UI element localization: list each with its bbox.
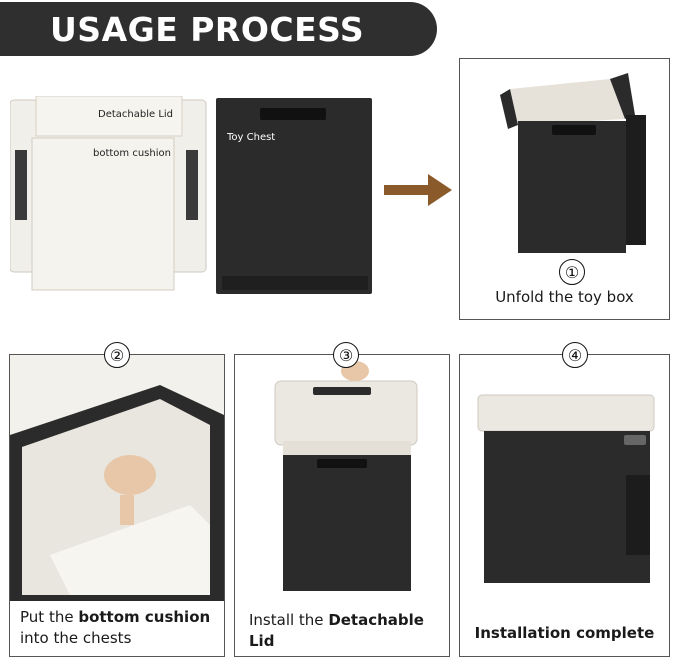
lid-install-graphic [274,361,418,591]
step-4-number: ④ [562,342,588,368]
step-2-number: ② [104,342,130,368]
step-1-caption: Unfold the toy box [495,288,634,306]
step-2-panel: Put the bottom cushion into the chests [9,354,225,657]
cushion-insert-graphic [10,355,224,601]
lid-label: Detachable Lid [98,109,174,120]
step-3-number: ③ [333,342,359,368]
right-arrow-icon [384,174,454,206]
step-4-caption: Installation complete [474,624,655,642]
step-3-caption: Install the Detachable Lid [249,611,424,650]
page-title: USAGE PROCESS [50,9,365,49]
step-4-panel: Installation complete [459,354,670,657]
step-2-caption: Put the bottom cushion into the chests [20,608,211,647]
title-banner: USAGE PROCESS [0,2,437,56]
folded-parts-illustration: Detachable Lid bottom cushion Toy Chest [9,95,380,300]
step-1-panel: ① Unfold the toy box [459,58,670,320]
folded-parts-graphic [9,95,372,294]
finished-box-graphic [477,394,655,583]
chest-label: Toy Chest [227,132,276,143]
step-1-number: ① [559,259,585,285]
cushion-label: bottom cushion [93,148,171,159]
unfolded-box-graphic [500,73,646,253]
step-3-panel: Install the Detachable Lid [234,354,450,657]
